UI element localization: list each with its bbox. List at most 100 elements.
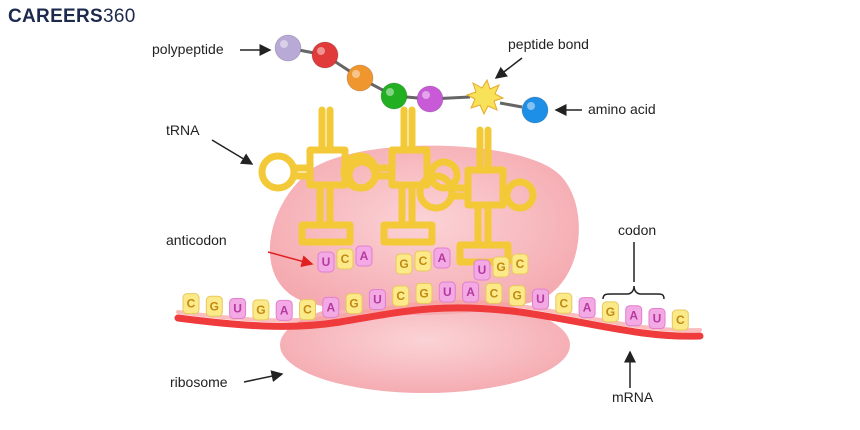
base-letter: G: [210, 299, 219, 313]
base-letter: C: [516, 257, 525, 271]
amino-acid-bead: [380, 82, 408, 110]
logo-number: 360: [103, 6, 136, 27]
base-letter: U: [443, 285, 452, 299]
amino-acid-bead: [346, 64, 374, 92]
base-letter: G: [349, 297, 358, 311]
nucleotide-base: A: [355, 245, 373, 267]
base-letter: C: [490, 286, 499, 300]
base-letter: A: [629, 309, 638, 323]
trna-anticodon-arm: [474, 201, 492, 249]
nucleotide-base: A: [462, 281, 480, 303]
base-tile: [414, 250, 432, 272]
base-tile: [368, 289, 386, 311]
base-letter: U: [653, 312, 662, 326]
peptide-link: [499, 101, 523, 109]
base-tile: [395, 253, 413, 275]
label-peptide-bond: peptide bond: [508, 36, 589, 52]
nucleotide-base: C: [555, 292, 573, 314]
nucleotide-base: C: [336, 248, 354, 270]
base-tile: [485, 282, 503, 304]
bead-shine: [527, 102, 535, 110]
label-ribosome: ribosome: [170, 374, 228, 390]
base-tile: [492, 256, 510, 278]
nucleotide-base: C: [182, 293, 200, 315]
base-tile: [392, 285, 410, 307]
nucleotide-base: C: [414, 250, 432, 272]
trna-anticodon-loop: [380, 221, 436, 246]
nucleotide-base: G: [601, 301, 619, 323]
trna-anticodon-loop: [298, 221, 354, 246]
base-letter: C: [341, 252, 350, 266]
base-tile: [182, 293, 200, 315]
mrna-strand: [174, 304, 704, 340]
nucleotide-base: A: [578, 297, 596, 319]
peptide-bond-burst: [465, 78, 505, 116]
nucleotide-base: C: [485, 282, 503, 304]
trna-molecule: [340, 106, 461, 246]
trna-d-loop: [258, 152, 298, 192]
nucleotide-base: G: [205, 295, 223, 317]
base-tile: [299, 299, 316, 321]
polypeptide-chain: [274, 34, 549, 124]
nucleotide-base: G: [492, 256, 510, 278]
trna-molecule: [416, 126, 537, 266]
base-tile: [601, 301, 619, 323]
codon-bracket: [602, 285, 665, 300]
base-tile: [508, 285, 526, 307]
base-letter: U: [373, 293, 382, 307]
base-tile: [336, 248, 354, 270]
base-tile: [275, 299, 293, 321]
trna-acceptor-stem: [400, 106, 416, 154]
base-letter: A: [280, 303, 289, 317]
free-amino-acid-bead: [521, 96, 549, 124]
trna-anticodon-arm: [316, 181, 334, 229]
trna-acceptor-stem: [476, 126, 492, 174]
base-tile: [345, 293, 363, 315]
base-tile: [648, 308, 666, 330]
arrow-anticodon: [267, 251, 314, 268]
nucleotide-base: C: [671, 309, 689, 331]
bead-shine: [280, 40, 288, 48]
trna-acceptor-stem: [318, 106, 334, 154]
base-letter: G: [419, 286, 428, 300]
nucleotide-base: A: [275, 299, 293, 321]
nucleotide-base: A: [322, 296, 340, 318]
base-letter: C: [303, 303, 312, 317]
base-tile: [511, 253, 529, 275]
base-tile: [355, 245, 373, 267]
base-tile: [555, 292, 573, 314]
base-letter: C: [676, 313, 685, 327]
base-letter: A: [438, 251, 447, 265]
bead-shine: [386, 88, 394, 96]
nucleotide-base: A: [433, 247, 451, 269]
base-letter: A: [326, 300, 335, 314]
base-tile: [625, 305, 643, 327]
base-letter: A: [360, 249, 369, 263]
base-letter: G: [256, 303, 265, 317]
base-tile: [532, 288, 549, 310]
nucleotide-base: G: [345, 293, 363, 315]
nucleotide-base: C: [299, 299, 316, 321]
nucleotide-base: G: [508, 285, 526, 307]
base-letter: A: [466, 285, 475, 299]
nucleotide-base: U: [229, 297, 247, 319]
base-letter: G: [606, 305, 615, 319]
trna-d-arm: [290, 164, 314, 180]
bead-shine: [422, 91, 430, 99]
bead-shine: [352, 70, 360, 78]
arrow-peptide-bond: [494, 57, 523, 79]
base-tile: [438, 281, 456, 303]
logo-word: CAREERS: [8, 6, 104, 27]
base-tile: [205, 295, 223, 317]
base-letter: A: [583, 301, 592, 315]
amino-acid-bead: [311, 41, 339, 69]
nucleotide-base: U: [438, 281, 456, 303]
nucleotide-base: C: [511, 253, 529, 275]
trna-anticodon-arm: [398, 181, 416, 229]
base-tile: [317, 251, 335, 273]
trna-d-arm: [448, 184, 472, 200]
base-letter: G: [496, 260, 505, 274]
base-letter: G: [513, 289, 522, 303]
